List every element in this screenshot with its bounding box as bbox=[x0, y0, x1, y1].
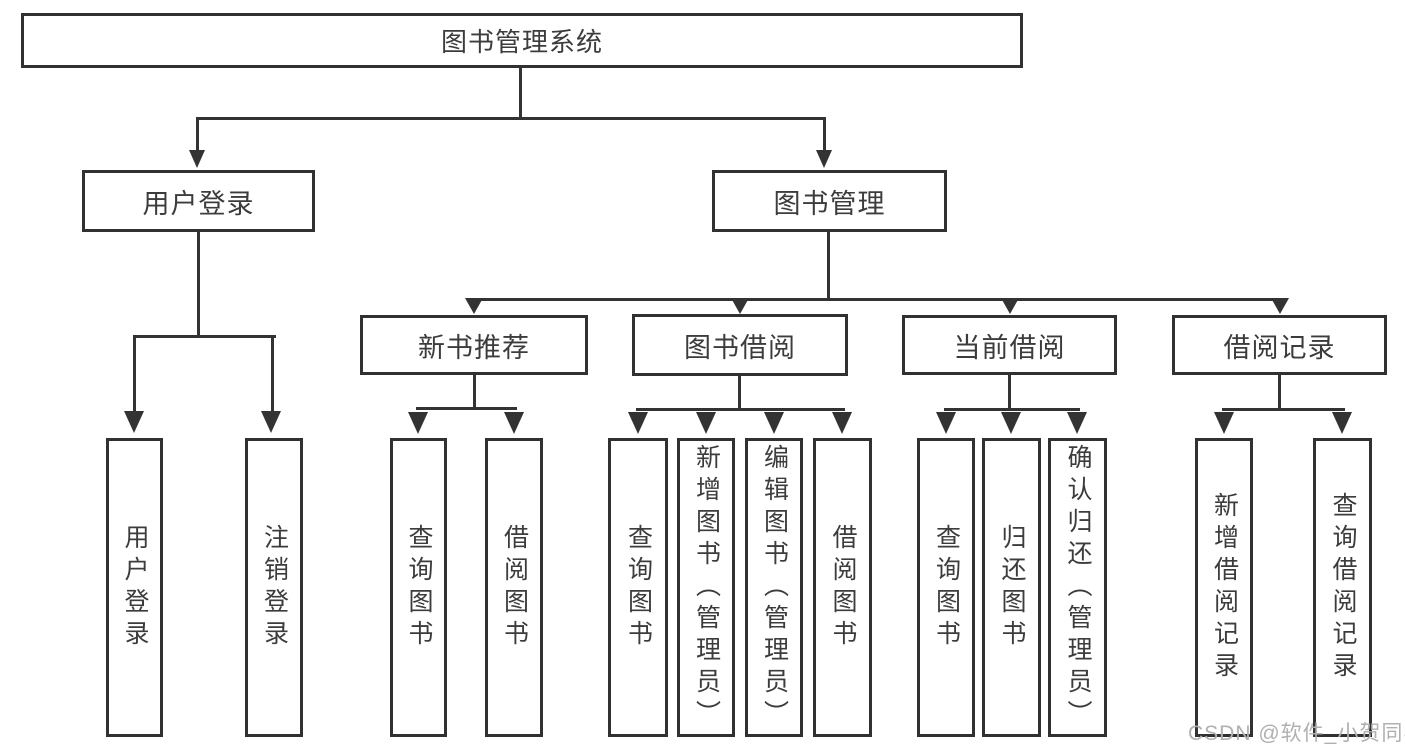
arrow-down-icon bbox=[189, 150, 205, 168]
node-label: 图书管理系统 bbox=[440, 27, 603, 57]
leaf-borrow-books: 借阅图书 bbox=[813, 438, 872, 737]
connector-borrow-stem bbox=[738, 376, 741, 409]
arrow-down-icon bbox=[936, 412, 956, 434]
connector-user-login-spread bbox=[133, 335, 276, 338]
node-label: 查询借阅记录 bbox=[1329, 491, 1357, 684]
node-label: 编辑图书（管理员） bbox=[760, 443, 789, 732]
connector-records-spread bbox=[1222, 408, 1345, 411]
connector-root-spread bbox=[196, 117, 826, 120]
csdn-watermark: CSDN @软件_小贺同学 bbox=[1188, 722, 1405, 745]
connector-to-logout-leaf bbox=[271, 335, 274, 413]
arrow-down-icon bbox=[816, 150, 832, 168]
arrow-down-icon bbox=[628, 412, 648, 434]
leaf-user-login: 用户登录 bbox=[106, 438, 163, 737]
node-library-system: 图书管理系统 bbox=[21, 13, 1023, 68]
leaf-recommend-borrow-books: 借阅图书 bbox=[485, 438, 543, 737]
arrow-down-icon bbox=[1332, 412, 1352, 434]
connector-recommend-stem bbox=[473, 375, 476, 408]
connector-recommend-spread bbox=[416, 407, 517, 410]
node-label: 新书推荐 bbox=[418, 332, 530, 363]
arrow-down-icon bbox=[261, 411, 281, 433]
connector-current-stem bbox=[1008, 375, 1011, 409]
node-label: 用户登录 bbox=[121, 523, 149, 652]
arrow-down-icon bbox=[1214, 412, 1234, 434]
connector-current-spread bbox=[944, 408, 1080, 411]
connector-records-stem bbox=[1278, 375, 1281, 409]
arrow-down-icon bbox=[504, 412, 524, 434]
connector-user-login-stem bbox=[197, 232, 200, 335]
node-user-login: 用户登录 bbox=[82, 170, 315, 232]
arrow-down-icon bbox=[408, 412, 428, 434]
node-label: 查询图书 bbox=[624, 523, 653, 652]
connector-to-user-login bbox=[196, 117, 199, 151]
node-label: 图书管理 bbox=[773, 188, 886, 219]
arrow-down-icon bbox=[1001, 298, 1019, 314]
arrow-down-icon bbox=[731, 298, 749, 314]
node-label: 新增借阅记录 bbox=[1210, 491, 1239, 684]
connector-book-management-stem bbox=[827, 232, 830, 298]
leaf-add-books-admin: 新增图书（管理员） bbox=[677, 438, 735, 737]
arrow-down-icon bbox=[696, 412, 716, 434]
node-label: 查询图书 bbox=[405, 523, 433, 652]
connector-to-login-leaf bbox=[133, 335, 136, 413]
node-label: 当前借阅 bbox=[953, 332, 1066, 363]
node-borrow-records: 借阅记录 bbox=[1172, 315, 1387, 375]
connector-root-stem bbox=[519, 68, 522, 117]
node-new-book-recommend: 新书推荐 bbox=[360, 315, 588, 375]
node-label: 借阅图书 bbox=[500, 523, 529, 652]
node-label: 用户登录 bbox=[142, 188, 255, 219]
node-label: 确认归还（管理员） bbox=[1064, 443, 1092, 732]
node-label: 新增图书（管理员） bbox=[692, 443, 721, 732]
connector-to-book-management bbox=[823, 117, 826, 151]
leaf-add-borrow-record: 新增借阅记录 bbox=[1195, 438, 1253, 737]
arrow-down-icon bbox=[832, 412, 852, 434]
leaf-recommend-query-books: 查询图书 bbox=[390, 438, 447, 737]
leaf-confirm-return-admin: 确认归还（管理员） bbox=[1048, 438, 1107, 737]
leaf-logout: 注销登录 bbox=[245, 438, 303, 737]
arrow-down-icon bbox=[1271, 298, 1289, 314]
node-label: 注销登录 bbox=[260, 523, 289, 652]
node-book-borrow: 图书借阅 bbox=[632, 314, 848, 376]
leaf-return-books: 归还图书 bbox=[982, 438, 1041, 737]
node-label: 查询图书 bbox=[932, 523, 961, 652]
arrow-down-icon bbox=[1067, 412, 1087, 434]
node-current-borrow: 当前借阅 bbox=[902, 315, 1117, 375]
node-label: 借阅图书 bbox=[829, 523, 857, 652]
node-label: 图书借阅 bbox=[684, 332, 796, 363]
leaf-current-query-books: 查询图书 bbox=[917, 438, 975, 737]
node-label: 归还图书 bbox=[998, 523, 1026, 652]
connector-borrow-spread bbox=[636, 408, 845, 411]
leaf-borrow-query-books: 查询图书 bbox=[608, 438, 668, 737]
arrow-down-icon bbox=[465, 298, 483, 314]
node-book-management: 图书管理 bbox=[712, 170, 947, 232]
arrow-down-icon bbox=[764, 412, 784, 434]
arrow-down-icon bbox=[1001, 412, 1021, 434]
node-label: 借阅记录 bbox=[1223, 332, 1336, 363]
arrow-down-icon bbox=[124, 411, 144, 433]
connector-book-management-spread bbox=[472, 298, 1283, 301]
leaf-edit-books-admin: 编辑图书（管理员） bbox=[745, 438, 803, 737]
leaf-query-borrow-record: 查询借阅记录 bbox=[1313, 438, 1372, 737]
